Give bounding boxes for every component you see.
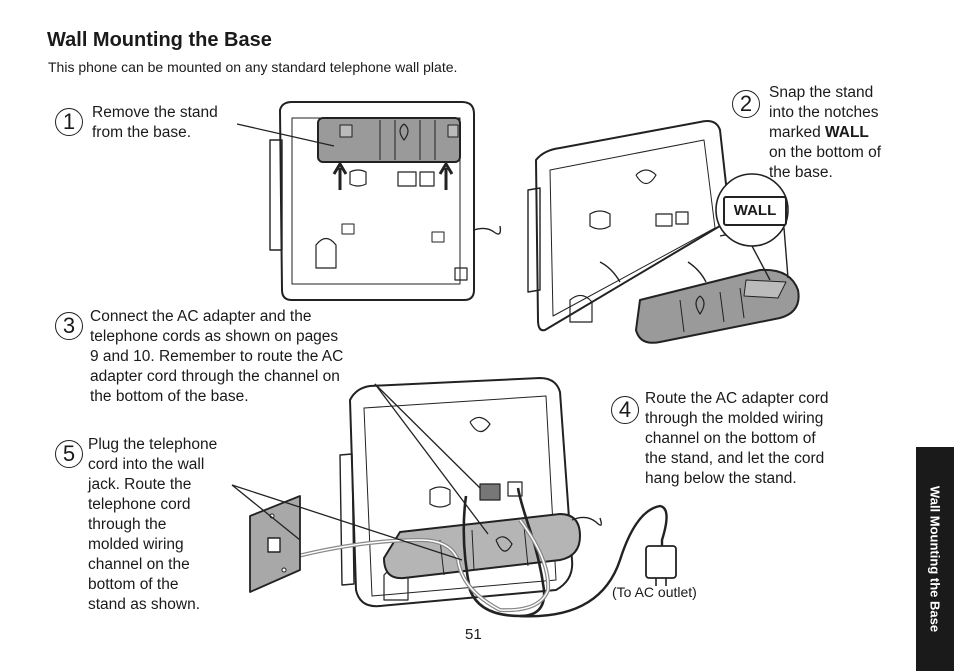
step-2-line: into the notches bbox=[769, 104, 879, 121]
step-3-line: 9 and 10. Remember to route the AC bbox=[90, 348, 344, 365]
step-4-line: hang below the stand. bbox=[645, 470, 797, 487]
step-5-line: channel on the bbox=[88, 556, 190, 573]
wall-notch-label: WALL bbox=[723, 196, 787, 226]
step-4-line: the stand, and let the cord bbox=[645, 450, 825, 467]
step-1-line: from the base. bbox=[92, 124, 192, 141]
step-2-line: on the bottom of bbox=[769, 144, 882, 161]
page-subtitle: This phone can be mounted on any standar… bbox=[48, 59, 458, 75]
page-title: Wall Mounting the Base bbox=[47, 29, 272, 51]
step-2-line: marked WALL bbox=[769, 123, 881, 143]
step-5-line: jack. Route the bbox=[88, 476, 192, 493]
base-illustration-3 bbox=[249, 377, 677, 618]
step-4-number: 4 bbox=[611, 396, 639, 424]
step-5-text: Plug the telephone cord into the wall ja… bbox=[88, 435, 217, 615]
step-3-number: 3 bbox=[55, 312, 83, 340]
section-side-tab-label: Wall Mounting the Base bbox=[927, 485, 943, 633]
step-1-number: 1 bbox=[55, 108, 83, 136]
step-5-line: Plug the telephone bbox=[88, 436, 218, 453]
step-5-line: molded wiring bbox=[88, 536, 184, 553]
step-3-line: the bottom of the base. bbox=[90, 388, 249, 405]
step-5-number: 5 bbox=[55, 440, 83, 468]
step-4-text: Route the AC adapter cord through the mo… bbox=[645, 389, 829, 489]
step-5-line: telephone cord bbox=[88, 496, 191, 513]
step-2-number: 2 bbox=[732, 90, 760, 118]
ac-outlet-note: (To AC outlet) bbox=[612, 584, 697, 600]
step-2-bold-word: WALL bbox=[825, 124, 869, 141]
pointer-lines bbox=[231, 123, 489, 561]
page-number: 51 bbox=[465, 626, 482, 643]
step-5-line: cord into the wall bbox=[88, 456, 205, 473]
step-5-line: bottom of the bbox=[88, 576, 179, 593]
step-2-line-part: marked bbox=[769, 124, 825, 141]
step-3-text: Connect the AC adapter and the telephone… bbox=[90, 307, 343, 407]
section-side-tab: Wall Mounting the Base bbox=[916, 447, 954, 671]
step-4-line: channel on the bottom of bbox=[645, 430, 816, 447]
step-2-line: Snap the stand bbox=[769, 84, 874, 101]
step-5-line: stand as shown. bbox=[88, 596, 201, 613]
base-illustration-2 bbox=[527, 120, 800, 344]
step-5-line: through the bbox=[88, 516, 167, 533]
step-2-line: the base. bbox=[769, 164, 833, 181]
step-3-line: Connect the AC adapter and the bbox=[90, 308, 312, 325]
step-4-line: Route the AC adapter cord bbox=[645, 390, 829, 407]
step-4-line: through the molded wiring bbox=[645, 410, 824, 427]
step-1-text: Remove the stand from the base. bbox=[92, 103, 218, 143]
step-3-line: telephone cords as shown on pages bbox=[90, 328, 339, 345]
base-illustration-1 bbox=[269, 101, 502, 301]
step-2-text: Snap the stand into the notches marked W… bbox=[769, 83, 881, 183]
step-3-line: adapter cord through the channel on bbox=[90, 368, 340, 385]
step-1-line: Remove the stand bbox=[92, 104, 218, 121]
